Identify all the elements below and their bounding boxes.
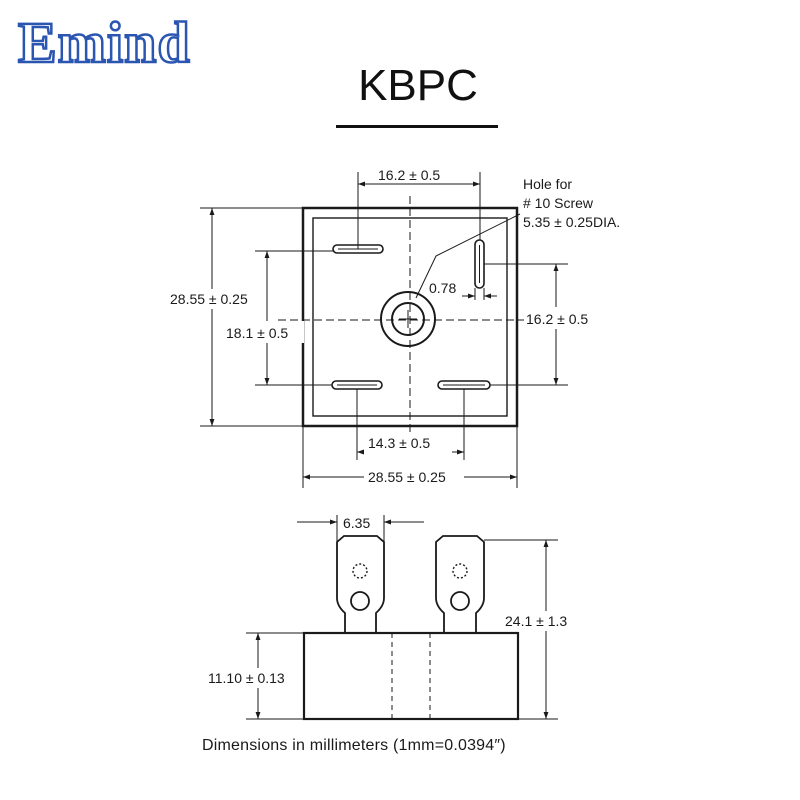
top-view	[200, 172, 568, 488]
label-mask	[168, 289, 266, 309]
hole-leader-line	[415, 213, 521, 299]
label-mask	[224, 321, 304, 343]
terminal-right-hole	[450, 591, 470, 611]
terminal-left	[336, 535, 385, 633]
label-mask	[206, 668, 302, 688]
dim-left-pin-spacing-label: 18.1 ± 0.5	[226, 325, 288, 341]
hole-note-line-2: # 10 Screw	[523, 195, 594, 211]
hole-note-line-1: Hole for	[523, 176, 572, 192]
title-underline	[336, 125, 498, 128]
dim-overall-width-label: 28.55 ± 0.25	[368, 469, 446, 485]
dim-right-pin-spacing-label: 16.2 ± 0.5	[526, 311, 588, 327]
label-mask	[364, 433, 452, 453]
terminal-right	[435, 535, 485, 633]
terminal-right-hole-dotted	[452, 563, 468, 579]
label-mask	[372, 160, 466, 182]
package-body	[302, 631, 520, 721]
hole-note-line-3: 5.35 ± 0.25DIA.	[523, 214, 620, 230]
dim-bottom-pin-spacing-label: 14.3 ± 0.5	[368, 435, 430, 451]
terminal-left-hole-dotted	[352, 563, 368, 579]
dim-total-height-label: 24.1 ± 1.3	[505, 613, 567, 629]
brand-logo: Emind	[17, 10, 191, 75]
label-mask	[524, 307, 608, 329]
dim-body-height-label: 11.10 ± 0.13	[208, 670, 285, 686]
label-mask	[364, 466, 464, 486]
dim-top-pin-spacing-label: 16.2 ± 0.5	[378, 167, 440, 183]
label-mask	[503, 611, 591, 631]
dim-pin-width-label: 0.78	[429, 280, 456, 296]
units-footnote: Dimensions in millimeters (1mm=0.0394″)	[202, 737, 506, 754]
screw-hole-outer	[380, 291, 436, 347]
page-title: KBPC	[358, 61, 478, 110]
terminal-left-hole	[350, 591, 370, 611]
dim-overall-height-label: 28.55 ± 0.25	[170, 291, 248, 307]
dim-terminal-width-label: 6.35	[343, 515, 370, 531]
screw-hole-inner	[391, 302, 425, 336]
